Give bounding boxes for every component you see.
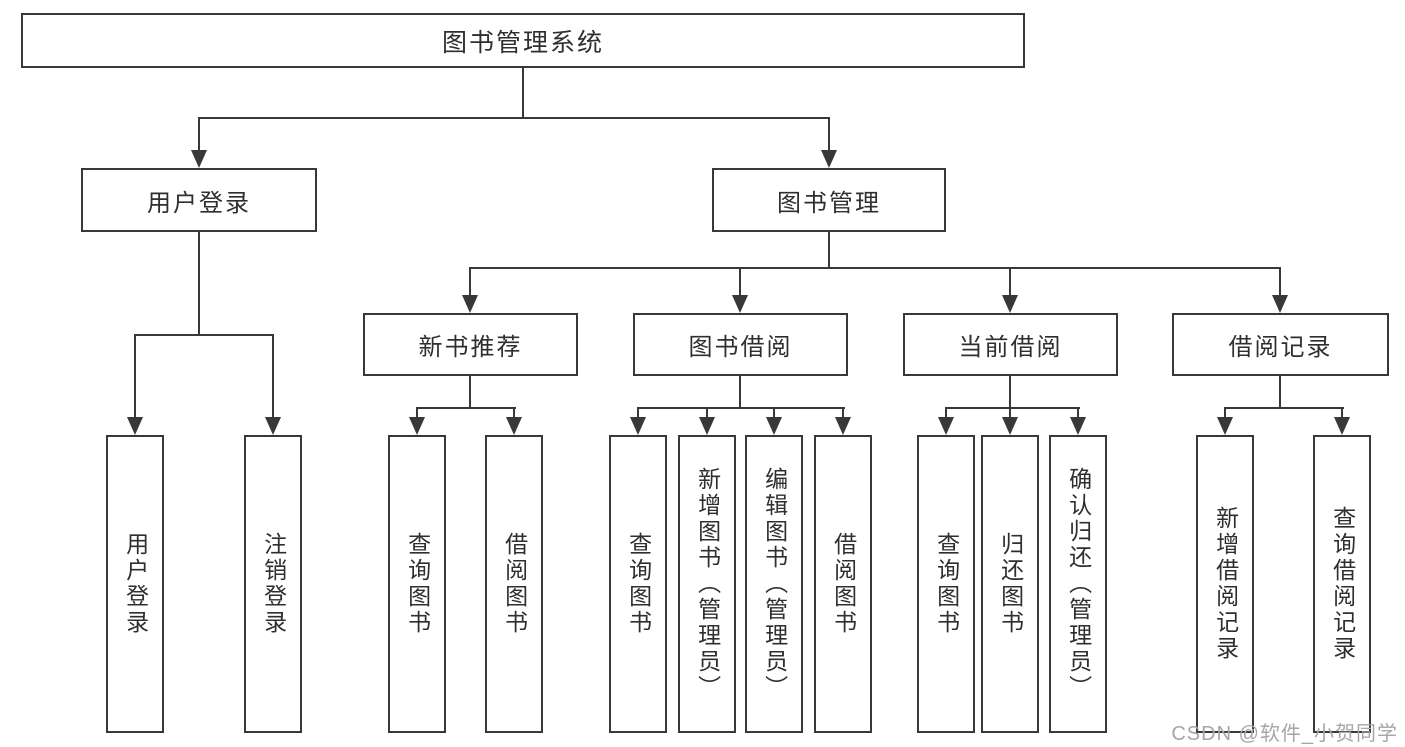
connector-line: [637, 407, 639, 421]
leaf-label: 查询借阅记录: [1329, 506, 1356, 662]
connector-line: [1224, 407, 1226, 421]
connector-line: [637, 407, 845, 409]
arrow-down-icon: [699, 417, 715, 435]
leaf-label: 确认归还（管理员）: [1065, 467, 1092, 701]
connector-line: [1279, 376, 1281, 409]
connector-line: [513, 407, 515, 421]
node-label: 借阅记录: [1228, 334, 1333, 361]
leaf-query-books: 查询图书: [917, 435, 975, 733]
arrow-down-icon: [1272, 295, 1288, 313]
leaf-confirm-return-admin: 确认归还（管理员）: [1049, 435, 1107, 733]
leaf-label: 用户登录: [122, 532, 149, 636]
connector-line: [1224, 407, 1344, 409]
leaf-label: 查询图书: [933, 532, 960, 636]
arrow-down-icon: [1217, 417, 1233, 435]
arrow-down-icon: [127, 417, 143, 435]
leaf-label: 借阅图书: [501, 532, 528, 636]
arrow-down-icon: [462, 295, 478, 313]
connector-line: [134, 334, 274, 336]
connector-line: [1077, 407, 1079, 421]
connector-line: [1341, 407, 1343, 421]
arrow-down-icon: [191, 150, 207, 168]
connector-line: [198, 117, 200, 152]
leaf-label: 编辑图书（管理员）: [761, 467, 788, 701]
connector-line: [522, 68, 524, 118]
arrow-down-icon: [821, 150, 837, 168]
arrow-down-icon: [766, 417, 782, 435]
arrow-down-icon: [732, 295, 748, 313]
node-new-book-recommend: 新书推荐: [363, 313, 578, 376]
connector-line: [706, 407, 708, 421]
node-borrowing-records: 借阅记录: [1172, 313, 1389, 376]
connector-line: [828, 117, 830, 152]
connector-line: [739, 267, 741, 297]
connector-line: [828, 232, 830, 269]
connector-line: [198, 117, 830, 119]
leaf-query-borrow-record: 查询借阅记录: [1313, 435, 1371, 733]
leaf-label: 归还图书: [997, 532, 1024, 636]
arrow-down-icon: [409, 417, 425, 435]
node-label: 图书管理系统: [441, 28, 604, 57]
connector-line: [1009, 267, 1011, 297]
connector-line: [416, 407, 516, 409]
connector-line: [739, 376, 741, 409]
node-label: 当前借阅: [958, 334, 1063, 361]
arrow-down-icon: [938, 417, 954, 435]
leaf-label: 注销登录: [260, 532, 287, 636]
leaf-label: 查询图书: [625, 532, 652, 636]
connector-line: [134, 334, 136, 419]
arrow-down-icon: [1002, 417, 1018, 435]
connector-line: [272, 334, 274, 419]
arrow-down-icon: [506, 417, 522, 435]
leaf-query-books: 查询图书: [388, 435, 446, 733]
leaf-user-login: 用户登录: [106, 435, 164, 733]
leaf-logout: 注销登录: [244, 435, 302, 733]
leaf-query-books: 查询图书: [609, 435, 667, 733]
connector-line: [1009, 376, 1011, 409]
connector-line: [469, 267, 471, 297]
leaf-edit-book-admin: 编辑图书（管理员）: [745, 435, 803, 733]
arrow-down-icon: [1070, 417, 1086, 435]
leaf-add-borrow-record: 新增借阅记录: [1196, 435, 1254, 733]
node-library-management-system: 图书管理系统: [21, 13, 1025, 68]
leaf-label: 新增借阅记录: [1212, 506, 1239, 662]
arrow-down-icon: [835, 417, 851, 435]
node-book-borrowing: 图书借阅: [633, 313, 848, 376]
connector-line: [1009, 407, 1011, 421]
leaf-borrow-books: 借阅图书: [814, 435, 872, 733]
node-book-management: 图书管理: [712, 168, 946, 232]
arrow-down-icon: [265, 417, 281, 435]
connector-line: [945, 407, 947, 421]
arrow-down-icon: [1002, 295, 1018, 313]
leaf-return-book: 归还图书: [981, 435, 1039, 733]
connector-line: [1279, 267, 1281, 297]
node-label: 新书推荐: [418, 334, 523, 361]
leaf-add-book-admin: 新增图书（管理员）: [678, 435, 736, 733]
connector-line: [842, 407, 844, 421]
arrow-down-icon: [1334, 417, 1350, 435]
node-user-login: 用户登录: [81, 168, 317, 232]
node-label: 用户登录: [147, 189, 251, 217]
node-current-borrowing: 当前借阅: [903, 313, 1118, 376]
node-label: 图书管理: [777, 189, 881, 217]
leaf-label: 新增图书（管理员）: [694, 467, 721, 701]
node-label: 图书借阅: [688, 334, 793, 361]
connector-line: [469, 267, 1281, 269]
leaf-label: 借阅图书: [830, 532, 857, 636]
connector-line: [416, 407, 418, 421]
watermark: CSDN @软件_小贺同学: [1171, 723, 1398, 745]
connector-line: [198, 232, 200, 336]
leaf-label: 查询图书: [404, 532, 431, 636]
connector-line: [469, 376, 471, 409]
connector-line: [773, 407, 775, 421]
arrow-down-icon: [630, 417, 646, 435]
connector-line: [945, 407, 1080, 409]
leaf-borrow-books: 借阅图书: [485, 435, 543, 733]
